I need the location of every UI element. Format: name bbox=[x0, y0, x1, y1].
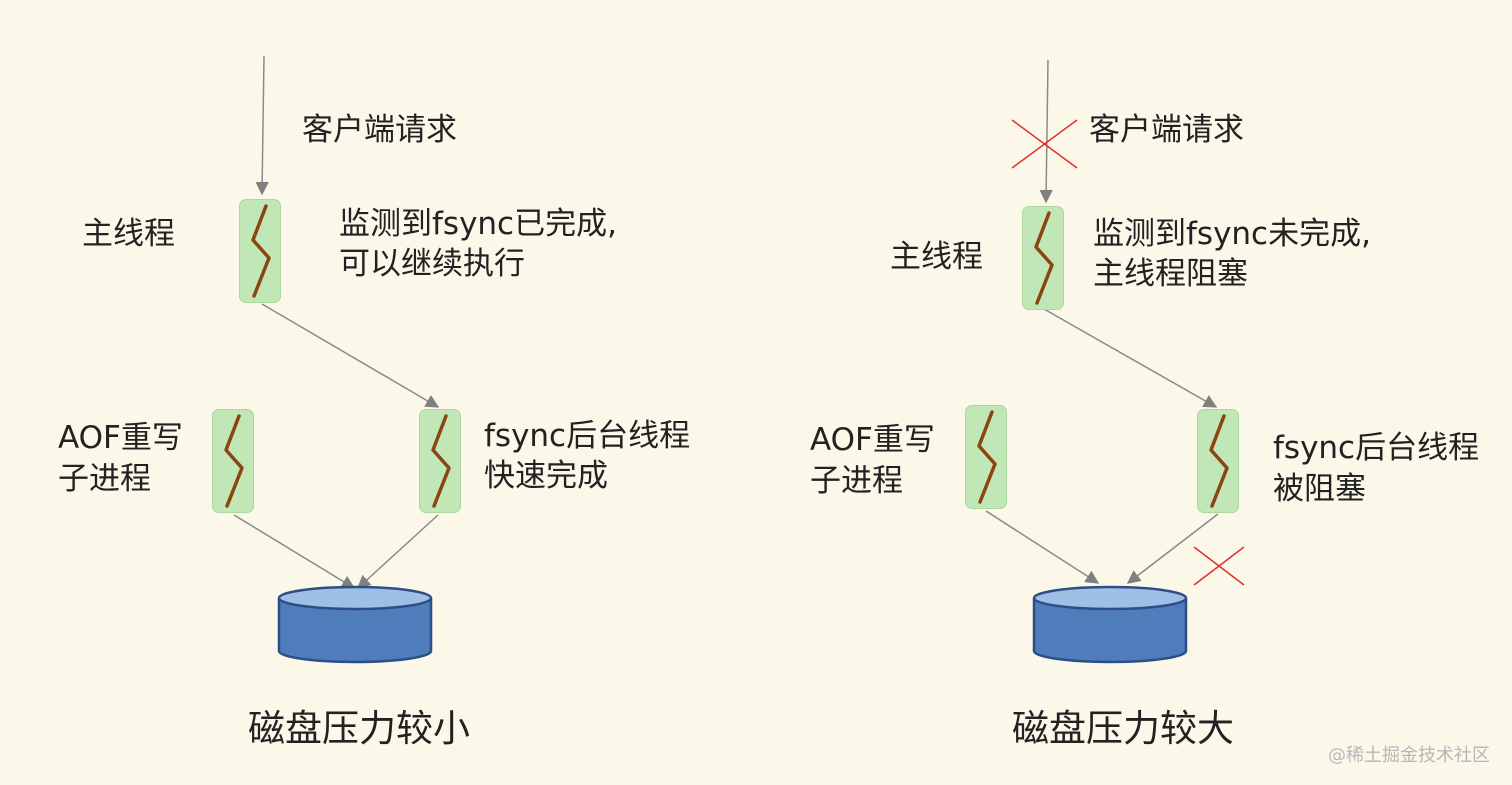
right-fsync-label-line2: 被阻塞 bbox=[1273, 471, 1366, 507]
right-request-arrow bbox=[1039, 59, 1053, 204]
right-client-request-label: 客户端请求 bbox=[1089, 112, 1244, 148]
right-status-line2: 主线程阻塞 bbox=[1093, 256, 1248, 292]
right-disk-icon bbox=[1032, 585, 1188, 664]
left-request-arrow bbox=[255, 55, 269, 196]
right-caption: 磁盘压力较大 bbox=[1012, 707, 1234, 750]
left-disk-icon bbox=[277, 585, 433, 664]
left-fsync-to-disk-arrow bbox=[357, 514, 439, 589]
left-aof-label-line1: AOF重写 bbox=[58, 420, 183, 456]
left-fsync-label-line1: fsync后台线程 bbox=[484, 418, 691, 454]
left-main-thread-label: 主线程 bbox=[82, 216, 175, 252]
left-status-line1: 监测到fsync已完成, bbox=[339, 206, 617, 242]
right-main-to-fsync-arrow bbox=[1043, 308, 1218, 408]
right-fsync-label-line1: fsync后台线程 bbox=[1273, 430, 1480, 466]
right-fsync-thread-icon bbox=[1197, 409, 1239, 513]
right-main-thread-icon bbox=[1022, 206, 1064, 310]
right-fsync-to-disk-arrow bbox=[1126, 513, 1219, 584]
left-main-to-fsync-arrow bbox=[261, 303, 440, 408]
right-main-thread-label: 主线程 bbox=[890, 239, 983, 275]
left-status-line2: 可以继续执行 bbox=[339, 246, 525, 282]
left-aof-to-disk-arrow bbox=[233, 514, 356, 589]
left-main-thread-icon bbox=[239, 199, 281, 303]
left-aof-thread-icon bbox=[212, 409, 254, 513]
right-aof-label-line2: 子进程 bbox=[810, 463, 903, 499]
left-aof-label-line2: 子进程 bbox=[58, 461, 151, 497]
left-fsync-thread-icon bbox=[419, 409, 461, 513]
right-aof-thread-icon bbox=[965, 405, 1007, 509]
right-aof-to-disk-arrow bbox=[985, 510, 1100, 584]
left-caption: 磁盘压力较小 bbox=[248, 707, 470, 750]
right-disk-blocked-cross-icon bbox=[1193, 546, 1245, 586]
right-status-line1: 监测到fsync未完成, bbox=[1093, 216, 1371, 252]
left-client-request-label: 客户端请求 bbox=[302, 112, 457, 148]
watermark: @稀土掘金技术社区 bbox=[1328, 745, 1490, 766]
left-fsync-label-line2: 快速完成 bbox=[484, 458, 608, 494]
right-aof-label-line1: AOF重写 bbox=[810, 422, 935, 458]
right-request-blocked-cross-icon bbox=[1011, 119, 1078, 169]
